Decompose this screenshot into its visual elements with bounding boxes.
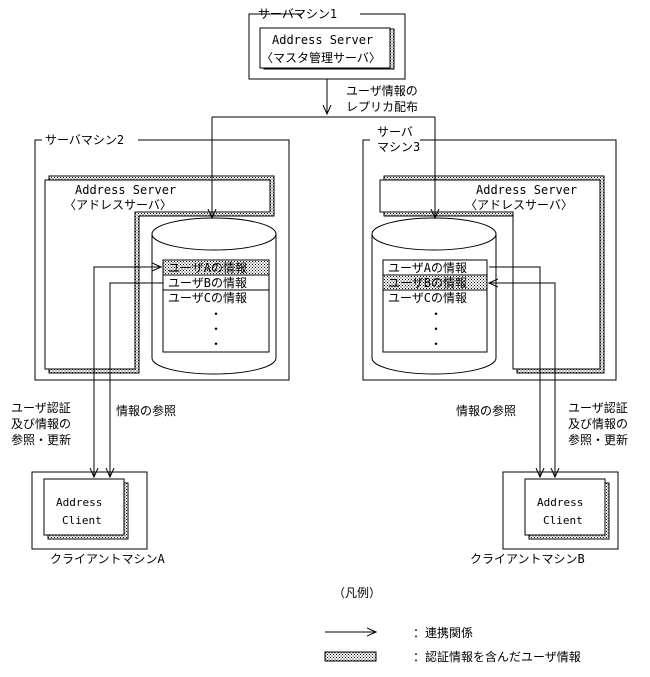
server-machine-3-label-line1: サーバ: [377, 125, 413, 139]
client-b-ref-link: [489, 266, 540, 477]
database-2-dot-2: ・: [210, 322, 222, 336]
database-3-dot-1: ・: [430, 307, 442, 321]
server-machine-2-frame: [34, 139, 290, 381]
legend-hatch-label: ：認証情報を含んだユーザ情報: [413, 649, 581, 664]
client-machine-b-label-bg: [468, 551, 604, 565]
database-3-dot-3: ・: [430, 337, 442, 351]
legend-title: （凡例）: [333, 586, 381, 600]
replica-distribution: ユーザ情報の レプリカ配布: [212, 79, 435, 118]
master-server-subtitle: 〈マスタ管理サーバ〉: [261, 50, 381, 65]
master-server-title: Address Server: [272, 33, 373, 47]
client-a-ref-link: [110, 282, 163, 477]
replica-note-line1: ユーザ情報の: [346, 84, 418, 98]
address-client-a-box: [43, 478, 125, 536]
database-2-row-c: ユーザCの情報: [168, 291, 247, 305]
address-server-2-box: [44, 179, 271, 370]
server-machine-3-frame: [362, 139, 617, 381]
client-b-ref-label: 情報の参照: [456, 403, 516, 418]
database-2-row-a: ユーザAの情報: [168, 261, 247, 275]
database-3-row-c: ユーザCの情報: [388, 291, 467, 305]
address-server-3-box: [379, 179, 601, 370]
address-server-3-subtitle: 〈アドレスサーバ〉: [465, 198, 573, 212]
client-machine-a: Address Client クライアントマシンA: [31, 471, 184, 566]
database-3-top: [371, 217, 497, 251]
address-client-b-line2: Client: [543, 514, 583, 527]
client-machine-b-frame: [502, 471, 619, 550]
server-machine-1: サーバマシン1 Address Server 〈マスタ管理サーバ〉: [248, 7, 406, 80]
client-machine-b: Address Client クライアントマシンB: [468, 471, 619, 566]
client-machine-a-label: クライアントマシンA: [50, 552, 166, 566]
client-b-auth-label-line1: ユーザ認証: [568, 400, 628, 415]
address-client-a-line2: Client: [62, 514, 102, 527]
server-machine-1-label: サーバマシン1: [258, 7, 337, 21]
address-server-2-subtitle: 〈アドレスサーバ〉: [64, 198, 172, 212]
client-a-ref-label: 情報の参照: [116, 403, 176, 418]
master-server-box: [259, 27, 391, 69]
client-b-auth-label-line3: 参照・更新: [568, 432, 628, 447]
legend-hatch-sample: [324, 651, 377, 662]
client-a-auth-label-line3: 参照・更新: [11, 432, 71, 447]
client-b-links: 情報の参照 ユーザ認証 及び情報の 参照・更新: [456, 266, 628, 477]
client-a-auth-label-line2: 及び情報の: [11, 417, 71, 431]
legend: （凡例） ：連携関係 ：認証情報を含んだユーザ情報: [324, 586, 581, 664]
address-client-b-box: [524, 478, 606, 536]
database-3-dot-2: ・: [430, 322, 442, 336]
client-b-auth-label-line2: 及び情報の: [568, 417, 628, 431]
server-machine-2-label: サーバマシン2: [45, 133, 124, 147]
client-a-links: ユーザ認証 及び情報の 参照・更新 情報の参照: [11, 267, 176, 477]
server-machine-1-label-bg: [302, 8, 360, 20]
database-2-row-b: ユーザBの情報: [168, 276, 247, 290]
database-2-top: [151, 217, 277, 251]
database-3-row-b-hatch: [382, 274, 488, 291]
replica-note-line2: レプリカ配布: [346, 100, 418, 114]
database-2-dot-1: ・: [210, 307, 222, 321]
server-machine-2-label-bg: [42, 132, 138, 146]
address-client-b-line1: Address: [537, 496, 583, 509]
server-machine-3-label-line2: マシン3: [377, 140, 420, 154]
client-a-auth-label-line1: ユーザ認証: [11, 400, 71, 415]
server-machine-3-label-bg: [370, 124, 420, 154]
database-2-row-a-hatch: [162, 259, 270, 276]
legend-arrow-label: ：連携関係: [413, 625, 473, 640]
database-3-row-a: ユーザAの情報: [388, 261, 467, 275]
client-machine-a-frame: [31, 471, 148, 550]
client-machine-a-label-bg: [48, 551, 184, 565]
address-server-3-title: Address Server: [476, 183, 577, 197]
address-client-a-line1: Address: [56, 496, 102, 509]
address-server-2-title: Address Server: [75, 183, 176, 197]
server-machine-2: サーバマシン2 Address Server 〈アドレスサーバ〉 ユーザAの情報…: [34, 117, 290, 381]
database-2-dot-3: ・: [210, 337, 222, 351]
database-3-row-b: ユーザBの情報: [388, 276, 467, 290]
server-machine-3: サーバ マシン3 Address Server 〈アドレスサーバ〉 ユーザAの情…: [362, 117, 617, 381]
client-machine-b-label: クライアントマシンB: [470, 552, 585, 566]
